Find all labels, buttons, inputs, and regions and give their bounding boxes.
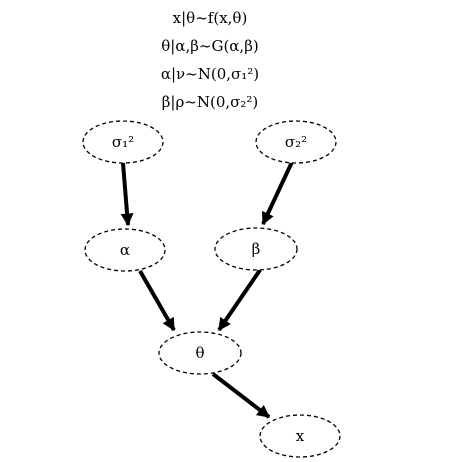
- node-alpha-label: α: [120, 241, 130, 259]
- edge-theta-to-x: [211, 372, 271, 419]
- node-x-ellipse: [259, 414, 341, 458]
- node-theta-label: θ: [195, 344, 204, 362]
- node-sigma1: σ₁²: [82, 120, 164, 164]
- node-sigma2-ellipse: [255, 120, 337, 164]
- equation-theta-given-alpha-beta: θ|α,β~G(α,β): [161, 37, 259, 55]
- node-x: x: [259, 414, 341, 458]
- node-sigma2: σ₂²: [255, 120, 337, 164]
- equation-beta-given-rho: β|ρ~N(0,σ₂²): [161, 93, 259, 111]
- edge-alpha-to-theta: [138, 270, 176, 332]
- edge-sigma1-to-alpha: [120, 162, 134, 227]
- edge-sigma2-to-beta: [261, 161, 294, 226]
- node-beta-label: β: [252, 240, 261, 258]
- node-sigma1-label: σ₁²: [112, 133, 134, 151]
- node-beta: β: [214, 227, 298, 271]
- model-equations: x|θ~f(x,θ) θ|α,β~G(α,β) α|ν~N(0,σ₁²) β|ρ…: [0, 4, 420, 116]
- edges: [120, 161, 294, 419]
- node-sigma2-label: σ₂²: [285, 133, 307, 151]
- edge-beta-to-theta: [217, 268, 262, 332]
- equation-x-given-theta: x|θ~f(x,θ): [172, 9, 248, 27]
- node-alpha: α: [84, 228, 166, 272]
- node-theta-ellipse: [158, 331, 242, 375]
- equation-alpha-given-nu: α|ν~N(0,σ₁²): [160, 65, 260, 83]
- node-beta-ellipse: [214, 227, 298, 271]
- node-theta: θ: [158, 331, 242, 375]
- node-alpha-ellipse: [84, 228, 166, 272]
- node-sigma1-ellipse: [82, 120, 164, 164]
- node-x-label: x: [296, 427, 305, 445]
